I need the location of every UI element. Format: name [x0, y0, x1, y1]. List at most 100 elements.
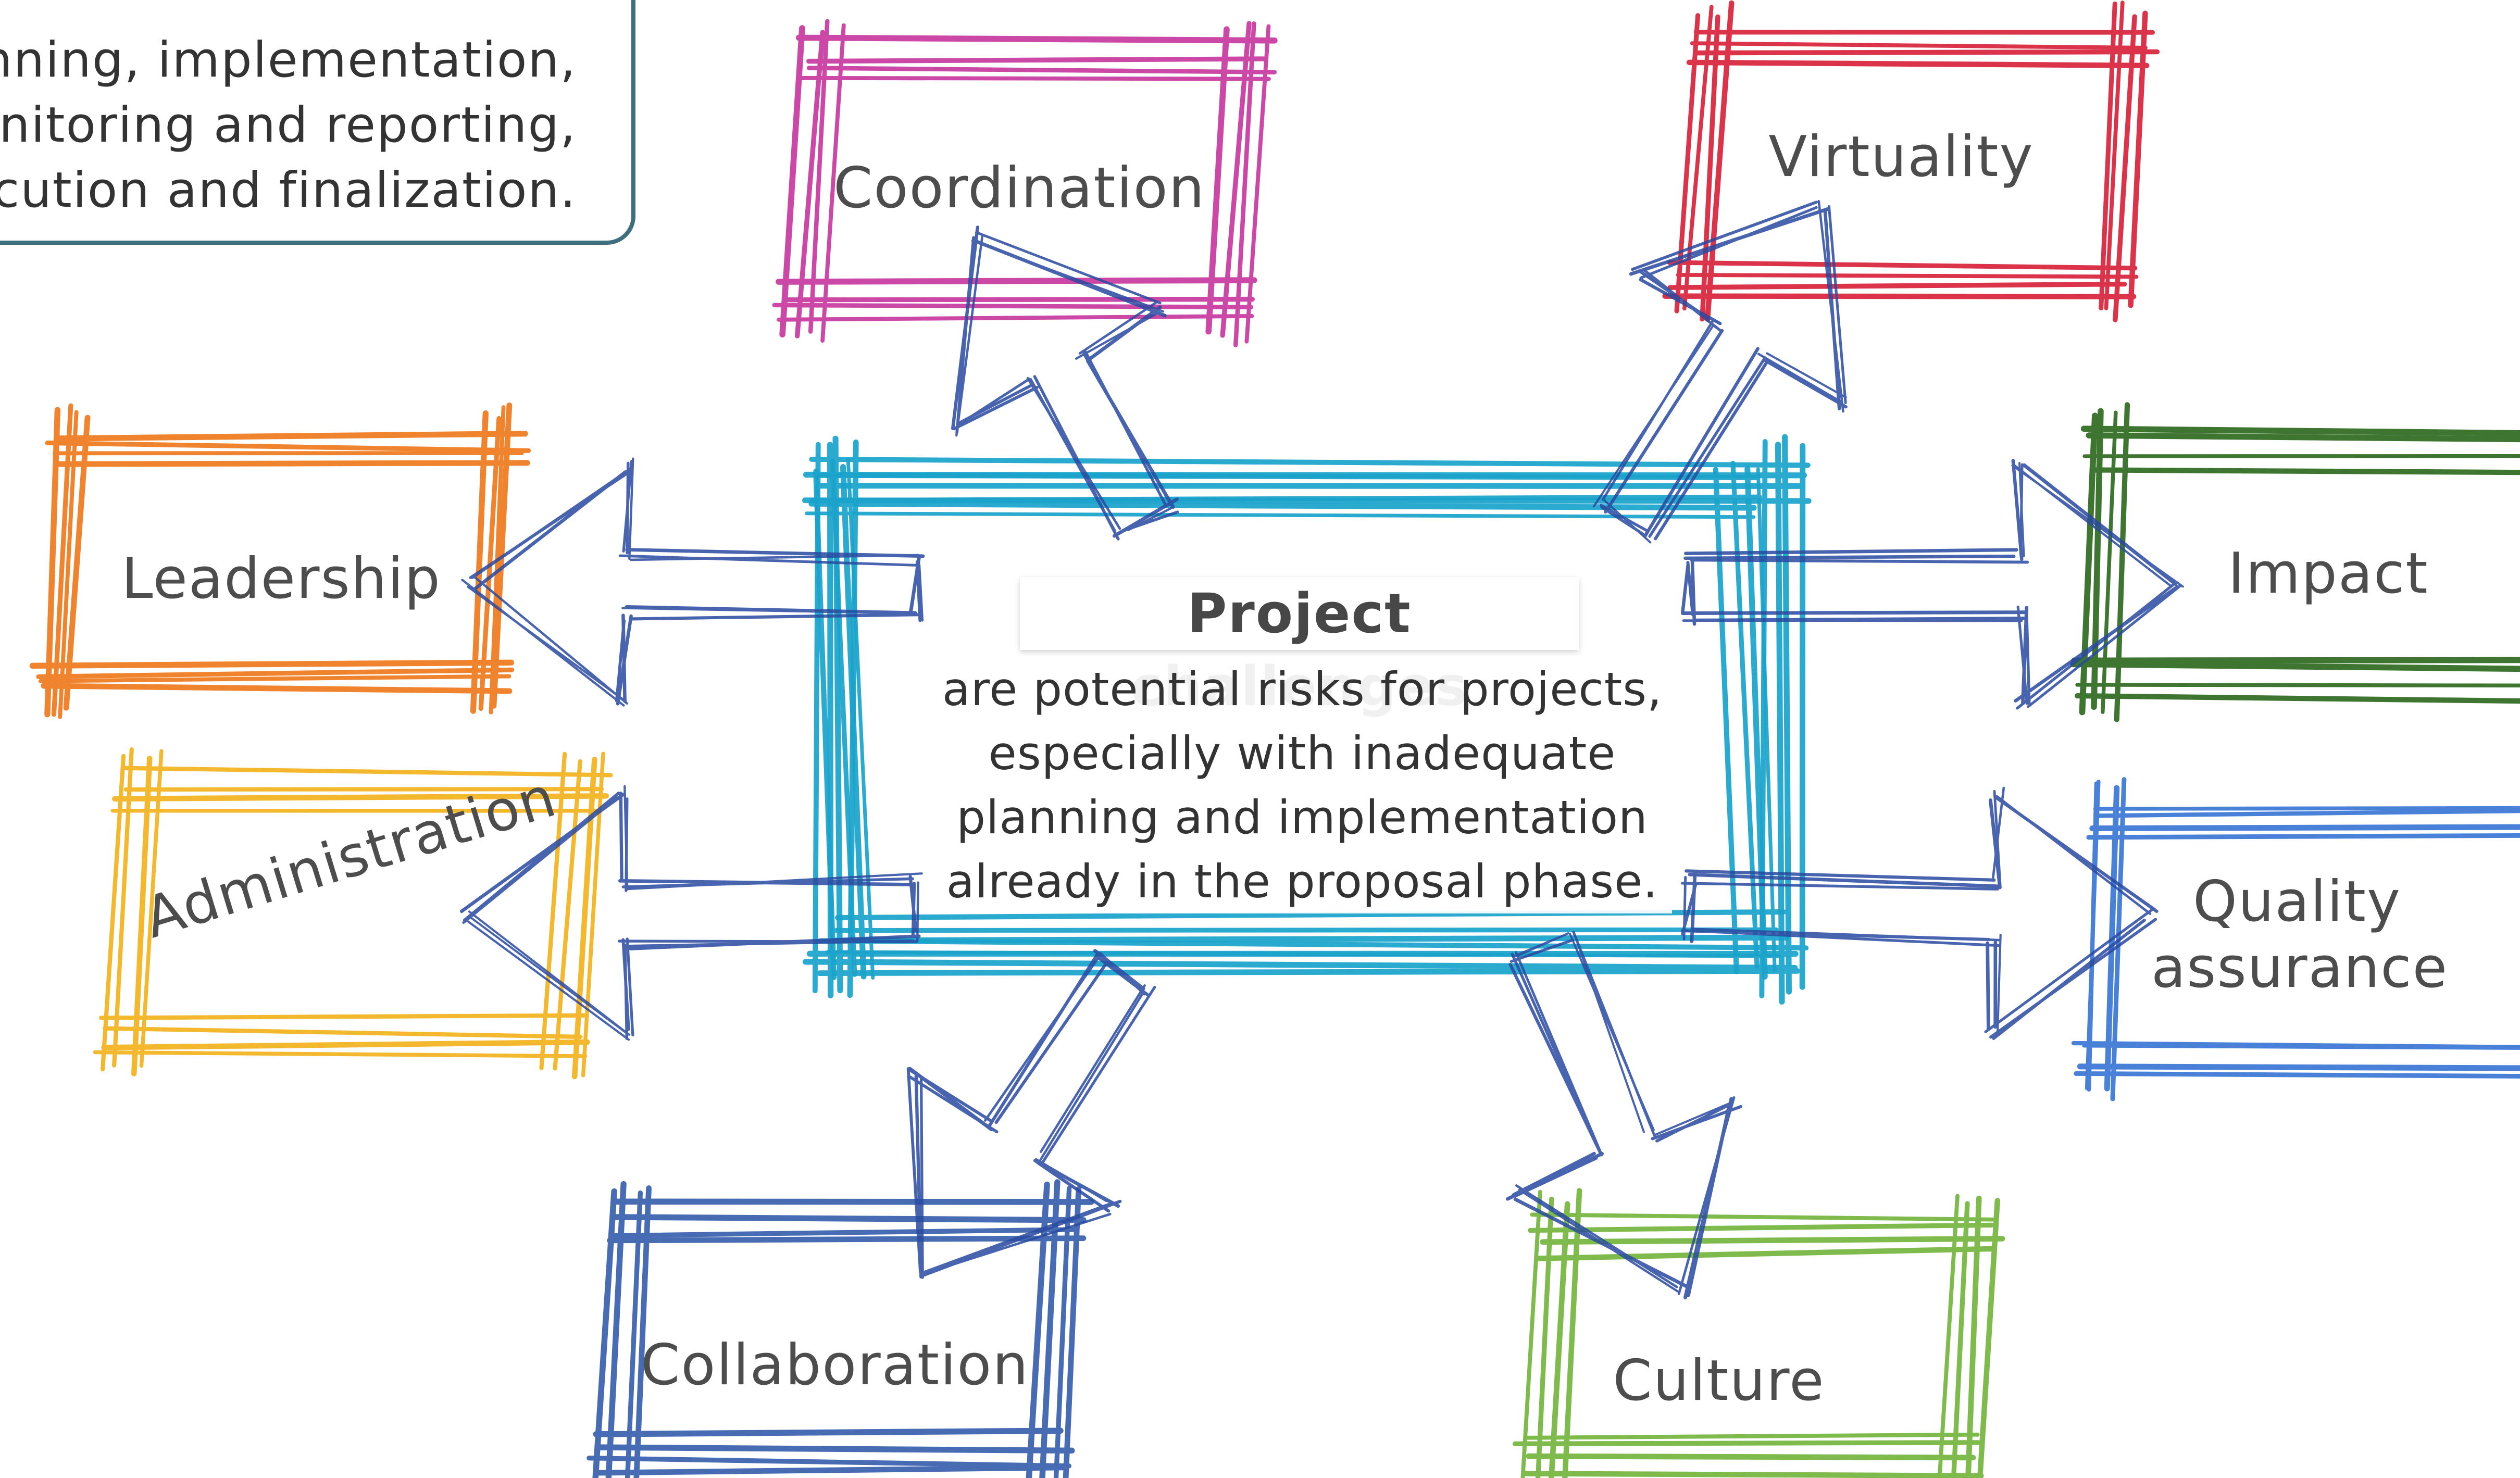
sketch-stroke — [921, 1201, 1114, 1274]
frame-collaboration — [587, 1179, 1094, 1478]
sketch-stroke — [1513, 1440, 1981, 1446]
sketch-stroke — [1667, 281, 2127, 290]
sketch-stroke — [1683, 554, 2016, 560]
sketch-stroke — [1086, 305, 1162, 362]
sketch-stroke — [2075, 693, 2520, 704]
sketch-stroke — [799, 76, 1271, 81]
sketch-stroke — [826, 950, 1781, 958]
center-description-line: planning and implementation — [956, 791, 1648, 844]
sketch-stroke — [1602, 498, 1652, 544]
sketch-stroke — [802, 959, 1798, 971]
arrow-to-impact — [1680, 459, 2184, 710]
sketch-stroke — [594, 1464, 1068, 1476]
sketch-stroke — [1965, 1195, 1982, 1478]
sketch-stroke — [623, 785, 629, 891]
sketch-stroke — [772, 303, 1254, 310]
sketch-stroke — [2014, 585, 2179, 703]
sketch-stroke — [1568, 932, 1655, 1131]
sketch-stroke — [1520, 1189, 1542, 1478]
sketch-stroke — [38, 674, 512, 683]
sketch-stroke — [1827, 205, 1847, 404]
sketch-stroke — [1766, 352, 1847, 398]
note-line: ecution and finalization. — [0, 162, 577, 219]
arrow-to-quality-assurance — [1680, 786, 2159, 1040]
sketch-stroke — [1730, 460, 1760, 969]
sketch-stroke — [615, 619, 626, 703]
sketch-stroke — [1667, 260, 2138, 271]
sketch-stroke — [919, 1077, 924, 1279]
sketch-stroke — [1205, 26, 1230, 335]
center-title: Project challenges — [1020, 577, 1579, 718]
sketch-stroke — [1535, 1246, 1995, 1261]
sketch-stroke — [2012, 463, 2172, 587]
sketch-stroke — [460, 793, 625, 913]
sketch-stroke — [820, 23, 846, 343]
sketch-stroke — [1757, 353, 1841, 403]
sketch-stroke — [616, 614, 633, 706]
sketch-stroke — [63, 415, 91, 711]
sketch-stroke — [612, 1214, 1087, 1223]
sketch-stroke — [776, 277, 1257, 285]
sketch-stroke — [2089, 824, 2520, 832]
sketch-stroke — [916, 881, 919, 943]
sketch-stroke — [2022, 463, 2177, 586]
sketch-stroke — [1653, 1101, 1733, 1136]
sketch-stroke — [1992, 918, 2146, 1040]
sketch-stroke — [1992, 786, 2005, 879]
sketch-stroke — [2027, 584, 2182, 708]
sketch-stroke — [808, 19, 830, 334]
sketch-stroke — [794, 30, 825, 339]
sketch-stroke — [795, 34, 1278, 44]
sketch-stroke — [1513, 1197, 1690, 1289]
sketch-stroke — [1029, 378, 1116, 532]
sketch-stroke — [1799, 443, 1806, 990]
sketch-stroke — [98, 1013, 587, 1020]
sketch-stroke — [817, 968, 1800, 976]
sketch-stroke — [918, 563, 924, 622]
sketch-stroke — [1514, 1157, 1598, 1198]
arrow-to-leadership — [461, 457, 925, 707]
sketch-stroke — [2080, 425, 2520, 436]
frame-culture — [1513, 1188, 2005, 1478]
sketch-stroke — [1682, 875, 1687, 941]
sketch-stroke — [44, 407, 61, 718]
sketch-stroke — [2114, 402, 2130, 722]
sketch-stroke — [1244, 24, 1271, 344]
sketch-stroke — [57, 431, 528, 442]
sketch-stroke — [1690, 41, 2148, 50]
sketch-stroke — [1662, 293, 2137, 299]
sketch-stroke — [959, 378, 1031, 425]
sketch-stroke — [906, 1067, 922, 1273]
sketch-stroke — [1704, 0, 1735, 322]
sketch-stroke — [1782, 434, 1792, 995]
center-description-line: are potential risks for projects, — [942, 662, 1663, 716]
sketch-stroke — [103, 1026, 583, 1039]
sketch-stroke — [36, 667, 515, 680]
sketch-stroke — [2101, 410, 2118, 714]
sketch-stroke — [587, 1456, 1071, 1469]
sketch-stroke — [779, 25, 805, 338]
sketch-stroke — [1528, 1222, 1994, 1233]
sketch-stroke — [1220, 21, 1252, 338]
sketch-stroke — [627, 872, 923, 891]
sketch-stroke — [2086, 833, 2520, 840]
sketch-stroke — [1039, 993, 1144, 1161]
sketch-stroke — [1648, 356, 1767, 538]
definition-note-text: nning, implementation, nitoring and repo… — [0, 28, 577, 223]
sketch-stroke — [1540, 1236, 2005, 1245]
sketch-stroke — [1574, 934, 1645, 1133]
sketch-stroke — [1680, 563, 1690, 615]
sketch-stroke — [123, 787, 604, 792]
sketch-stroke — [466, 919, 630, 1041]
sketch-stroke — [1686, 59, 2150, 69]
sketch-stroke — [1526, 1453, 1976, 1461]
node-label-collaboration: Collaboration — [641, 1333, 1029, 1398]
arrow-to-virtuality — [1592, 199, 1848, 544]
sketch-stroke — [2093, 806, 2520, 811]
frame-leadership — [29, 402, 531, 719]
sketch-stroke — [593, 1427, 1064, 1437]
sketch-stroke — [93, 1050, 588, 1058]
sketch-stroke — [1654, 360, 1769, 541]
sketch-stroke — [1989, 798, 2002, 890]
center-description-line: especially with inadequate — [988, 727, 1616, 780]
